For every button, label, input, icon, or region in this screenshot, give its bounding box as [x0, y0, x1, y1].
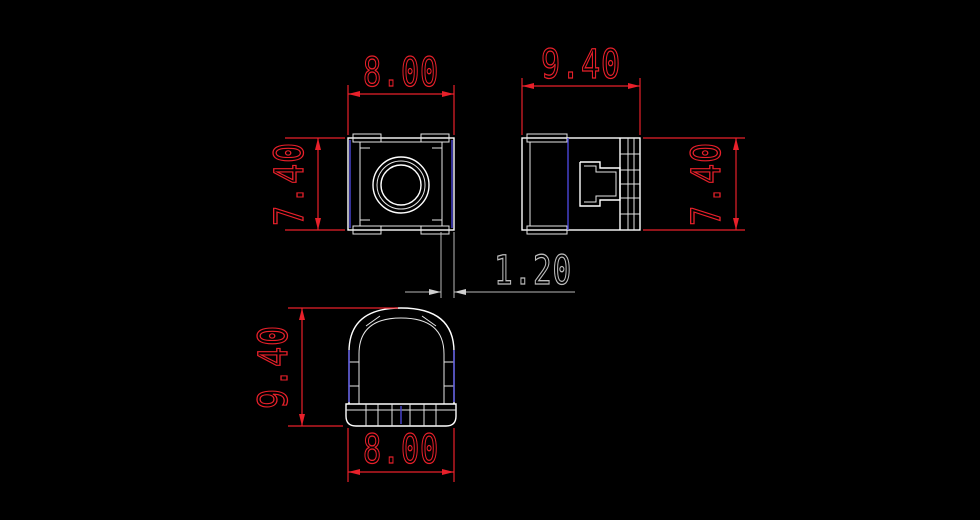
bottom-view-base	[345, 403, 457, 427]
dim-label-side-width: 9.40	[541, 42, 621, 88]
side-view	[521, 133, 641, 235]
front-view-inner-circle	[380, 164, 422, 206]
dimension-arrow	[522, 83, 534, 89]
dim-label-side-height: 7.40	[684, 142, 730, 226]
dim-label-gap: 1.20	[494, 248, 572, 294]
dim-bottom-height: 9.40	[250, 307, 398, 427]
dim-front-height: 7.40	[266, 137, 345, 231]
bottom-view-outer-arch	[348, 307, 455, 404]
dimension-arrow	[348, 91, 360, 97]
dimension-arrow	[315, 218, 321, 230]
side-view-terminal-profile	[579, 161, 621, 207]
dimension-arrow	[348, 469, 360, 475]
dimension-arrow	[429, 289, 441, 295]
bottom-view-inner-arch	[358, 317, 445, 404]
front-view-inner-body	[359, 141, 443, 227]
bottom-view-detail-line	[421, 315, 437, 327]
dimension-arrow	[442, 469, 454, 475]
bottom-view	[345, 307, 457, 427]
dim-bottom-width: 8.00	[347, 426, 455, 482]
dimension-arrow	[454, 289, 466, 295]
dimension-arrow	[628, 83, 640, 89]
dim-side-width: 9.40	[521, 41, 641, 135]
front-view-outline	[347, 137, 455, 231]
dim-gap: 1.20	[405, 232, 575, 298]
dim-label-front-width: 8.00	[363, 50, 439, 96]
dim-label-bottom-height: 9.40	[251, 325, 297, 409]
dim-front-width: 8.00	[347, 49, 455, 135]
dimension-arrow	[299, 414, 305, 426]
dimension-arrow	[733, 218, 739, 230]
side-view-terminal-inner	[584, 165, 617, 203]
dimension-arrow	[733, 138, 739, 150]
dim-label-bottom-width: 8.00	[363, 427, 439, 473]
front-view	[347, 133, 455, 235]
front-view-mid-circle	[376, 160, 426, 210]
side-view-bottom-tab	[526, 225, 568, 235]
dim-label-front-height: 7.40	[267, 142, 313, 226]
bottom-view-detail-line	[365, 315, 381, 327]
dimension-arrow	[442, 91, 454, 97]
dimension-arrow	[299, 308, 305, 320]
dim-side-height: 7.40	[643, 137, 745, 231]
dimension-arrow	[315, 138, 321, 150]
side-view-top-tab	[526, 133, 568, 143]
front-view-outer-circle	[372, 156, 430, 214]
